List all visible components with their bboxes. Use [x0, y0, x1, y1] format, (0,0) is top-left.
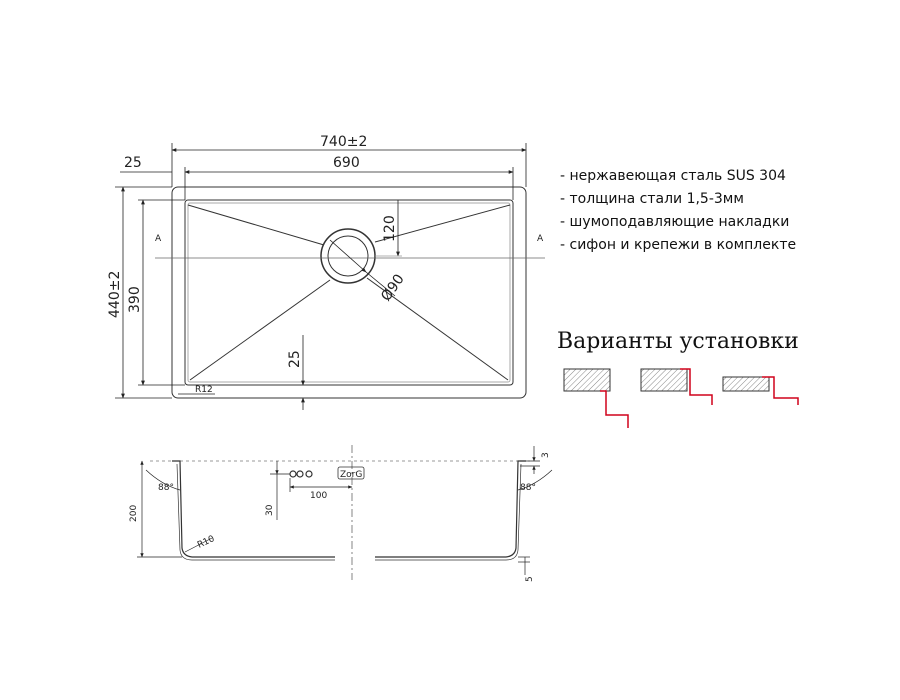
- dim-corner-radius-bottom: R10: [196, 534, 217, 551]
- spec-item: - нержавеющая сталь SUS 304: [560, 168, 786, 184]
- dim-bottom-offset: 25: [287, 350, 303, 368]
- dim-overflow-height: 30: [265, 504, 275, 516]
- dim-overflow-offset: 100: [310, 491, 327, 501]
- section-label-right: A: [537, 234, 544, 244]
- spec-list: - нержавеющая сталь SUS 304 - толщина ст…: [560, 168, 796, 253]
- drain-inner: [327, 235, 369, 277]
- section-label-left: A: [155, 234, 162, 244]
- install-line-3: [762, 376, 799, 405]
- dim-bottom-step: 5: [525, 576, 535, 582]
- dim-angle-right: 88°: [520, 483, 536, 493]
- dim-bowl-depth: 390: [127, 286, 143, 313]
- dim-drain-diameter: Ø90: [378, 271, 408, 304]
- spec-item: - сифон и крепежи в комплекте: [560, 237, 796, 253]
- sink-outer-rim: [171, 186, 527, 399]
- sink-bowl: [184, 199, 514, 386]
- dim-height: 200: [129, 505, 139, 522]
- dim-overall-depth: 440±2: [107, 271, 123, 318]
- dim-rim-thickness: 3: [541, 452, 551, 458]
- section-view: [150, 445, 530, 580]
- spec-item: - шумоподавляющие накладки: [560, 214, 789, 230]
- install-variant-flush: [640, 368, 713, 405]
- install-line-2: [680, 368, 713, 405]
- dim-bowl-width: 690: [333, 155, 360, 171]
- dim-angle-left: 88°: [158, 483, 174, 493]
- dim-drain-offset: 120: [382, 215, 398, 242]
- dim-corner-radius-top: R12: [195, 385, 213, 395]
- dim-rim: 25: [124, 155, 142, 171]
- install-title: Варианты установки: [557, 329, 799, 354]
- spec-item: - толщина стали 1,5-3мм: [560, 191, 744, 207]
- top-view: [155, 186, 545, 399]
- install-variant-overmount: [722, 376, 799, 405]
- top-dimensions: [115, 143, 527, 410]
- install-variant-undermount: [563, 368, 629, 428]
- section-right-wall: [375, 460, 526, 558]
- brand-logo: ZorG: [340, 470, 362, 480]
- install-line-1: [600, 390, 629, 428]
- dim-overall-width: 740±2: [320, 134, 367, 150]
- section-dimensions: [137, 446, 553, 575]
- section-left-wall: [172, 460, 335, 558]
